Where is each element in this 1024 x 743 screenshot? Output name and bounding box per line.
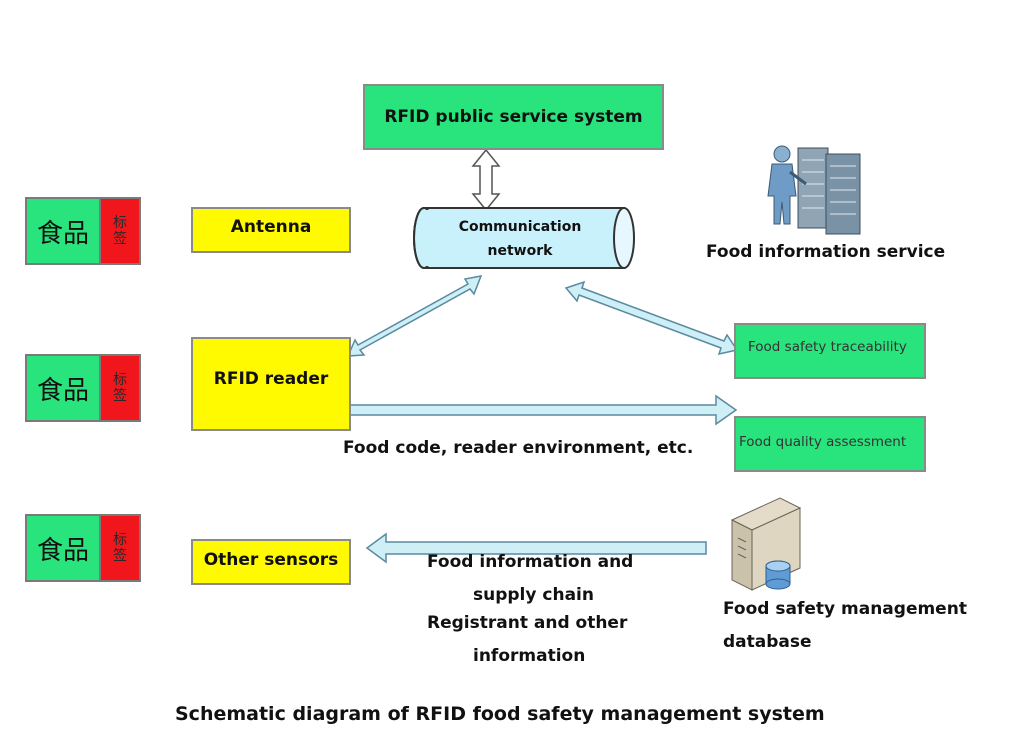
database-line2: database [723,632,812,652]
registrant-line1: Registrant and other [427,613,628,633]
antenna-box: Antenna [191,207,351,253]
rfid-public-service-box: RFID public service system [363,84,664,150]
communication-network-label: Communication network [458,219,582,259]
communication-network-cylinder [413,207,635,269]
rfid-reader-box: RFID reader [191,337,351,431]
food-tag-2: 食品 标签 [25,354,141,422]
traceability-label: Food safety traceability [748,339,907,355]
food-info-service-label: Food information service [706,242,946,262]
food-info-line1: Food information and [427,552,634,572]
quality-assessment-box: Food quality assessment [734,416,926,472]
arrow-network-reader [346,275,483,357]
food-tag-1: 食品 标签 [25,197,141,265]
food-label: 食品 [27,199,101,263]
tag-label: 标签 [101,199,139,263]
arrow-network-traceability [564,280,739,356]
food-info-line2: supply chain [473,585,594,605]
diagram-caption: Schematic diagram of RFID food safety ma… [175,703,825,725]
food-label: 食品 [27,356,101,420]
database-line1: Food safety management [723,599,967,619]
antenna-label: Antenna [230,217,312,237]
rfid-reader-label: RFID reader [213,369,329,389]
quality-assessment-label: Food quality assessment [739,434,907,450]
food-label: 食品 [27,516,101,580]
food-code-label: Food code, reader environment, etc. [343,438,694,458]
other-sensors-box: Other sensors [191,539,351,585]
tag-label: 标签 [101,516,139,580]
arrow-database-sensors [365,532,707,564]
arrow-reader-assessment [349,394,738,426]
registrant-line2: information [473,646,586,666]
database-server-icon [730,497,802,591]
arrow-public-network [471,148,501,212]
tag-label: 标签 [101,356,139,420]
server-operator-icon [767,145,861,235]
rfid-public-service-label: RFID public service system [384,107,643,127]
traceability-box: Food safety traceability [734,323,926,379]
food-tag-3: 食品 标签 [25,514,141,582]
other-sensors-label: Other sensors [203,550,339,570]
